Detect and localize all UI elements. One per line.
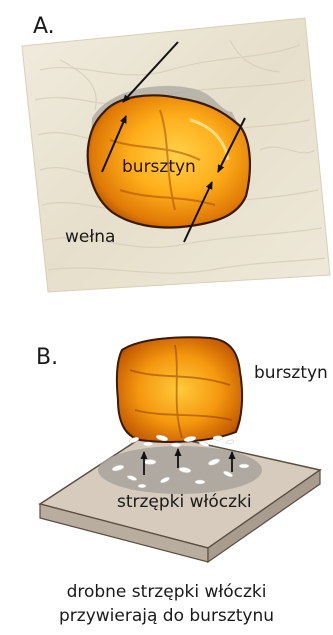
fiber-label: strzępki włóczki bbox=[117, 492, 252, 512]
panel-b-letter: B. bbox=[36, 345, 58, 370]
caption-line-2: przywierają do bursztynu bbox=[0, 604, 333, 628]
caption-line-1: drobne strzępki włóczki bbox=[0, 580, 333, 604]
amber-label-a: bursztyn bbox=[122, 157, 196, 177]
amber-label-b: bursztyn bbox=[254, 363, 328, 383]
wool-label: wełna bbox=[65, 227, 115, 247]
panel-a-letter: A. bbox=[33, 14, 55, 39]
